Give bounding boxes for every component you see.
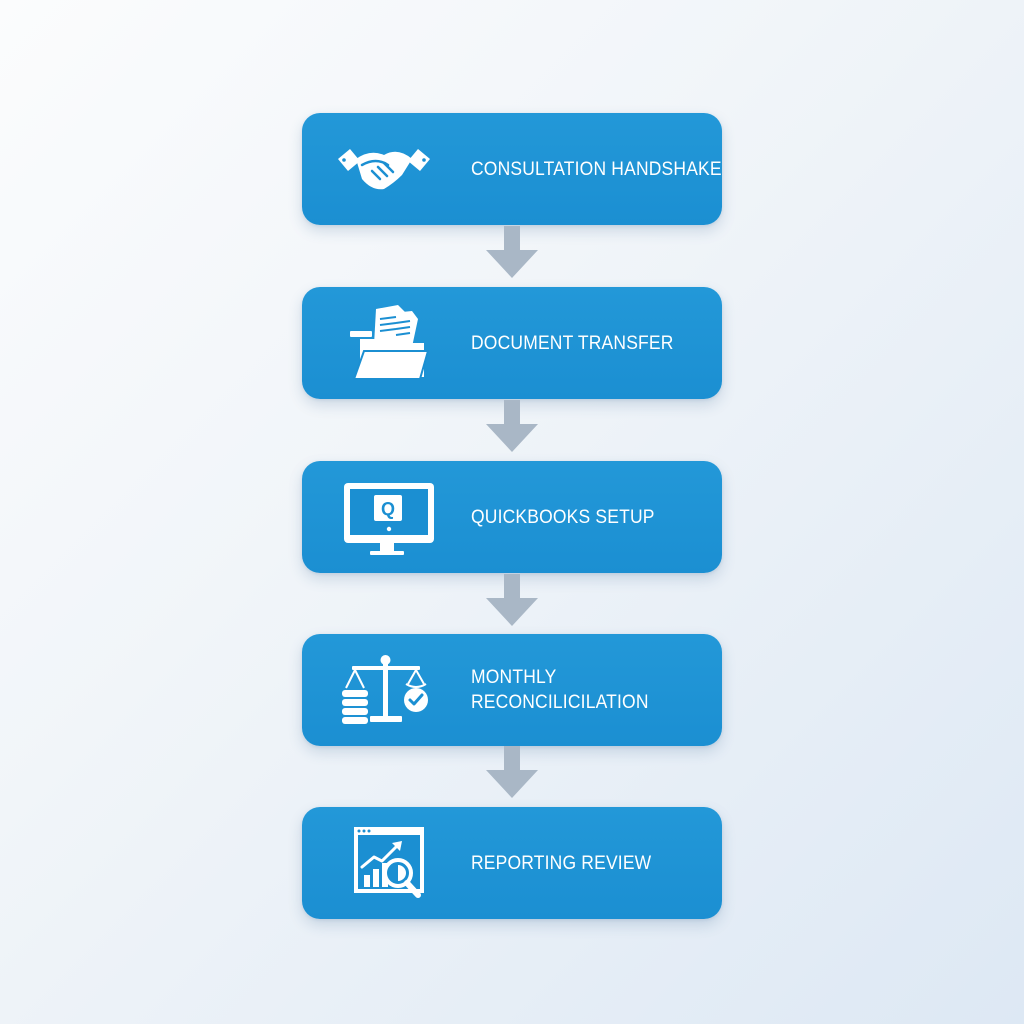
step-label-line: CONSULTATION HANDSHAKE — [471, 158, 722, 180]
step-label: DOCUMENT TRANSFER — [471, 287, 692, 399]
down-arrow-icon — [486, 226, 538, 278]
step-label-line: DOCUMENT TRANSFER — [471, 332, 674, 354]
step-label: CONSULTATION HANDSHAKE — [471, 113, 722, 225]
step-label: MONTHLY RECONCILICILATION — [471, 634, 692, 746]
step-quickbooks-setup: Q QUICKBOOKS SETUP — [302, 461, 722, 573]
computer-monitor-icon: Q — [332, 477, 436, 557]
step-label: REPORTING REVIEW — [471, 807, 692, 919]
step-label: QUICKBOOKS SETUP — [471, 461, 692, 573]
step-label-line: MONTHLY — [471, 667, 557, 688]
step-label-line: QUICKBOOKS SETUP — [471, 506, 655, 528]
step-monthly-reconciliation: MONTHLY RECONCILICILATION — [302, 634, 722, 746]
report-magnifier-icon — [332, 823, 436, 903]
step-label-line: REPORTING REVIEW — [471, 852, 652, 874]
down-arrow-icon — [486, 574, 538, 626]
step-reporting-review: REPORTING REVIEW — [302, 807, 722, 919]
down-arrow-icon — [486, 400, 538, 452]
step-label-line: RECONCILICILATION — [471, 692, 649, 713]
step-document-transfer: DOCUMENT TRANSFER — [302, 287, 722, 399]
down-arrow-icon — [486, 746, 538, 798]
handshake-icon — [332, 129, 436, 209]
step-consultation-handshake: CONSULTATION HANDSHAKE — [302, 113, 722, 225]
quickbooks-glyph: Q — [381, 499, 395, 519]
folder-documents-icon — [332, 303, 436, 383]
balance-scale-icon — [332, 650, 436, 730]
